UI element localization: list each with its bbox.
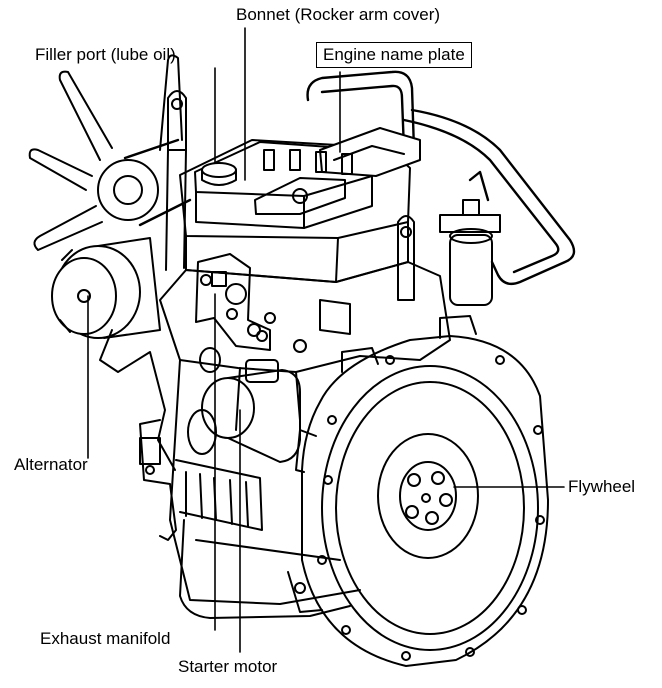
label-exhaust-manifold: Exhaust manifold [40,629,171,648]
lifting-hook-right [397,215,415,301]
alternator-bracket [99,329,176,471]
label-starter-motor: Starter motor [178,657,278,676]
injectors [263,149,353,175]
label-engine-name-plate: Engine name plate [316,42,472,68]
leader-lines [87,27,565,653]
starter-motor-body [187,347,301,463]
housing-bolts [317,355,545,661]
engine-mount-left [139,419,263,541]
label-alternator: Alternator [14,455,88,474]
filler-cap [201,162,237,186]
fuel-filter [439,199,501,306]
oil-pan [179,519,351,619]
cooling-fan [28,54,183,251]
label-flywheel: Flywheel [568,477,636,496]
flywheel-disc [321,365,539,651]
alternator-body [51,237,161,339]
name-plate-area [319,127,421,177]
exhaust-manifold-body [195,253,271,351]
flywheel-housing [295,315,549,667]
label-filler-port: Filler port (lube oil) [35,45,176,64]
fan-belt [123,138,192,227]
lifting-hook-left [165,90,187,271]
label-bonnet: Bonnet (Rocker arm cover) [236,5,441,24]
